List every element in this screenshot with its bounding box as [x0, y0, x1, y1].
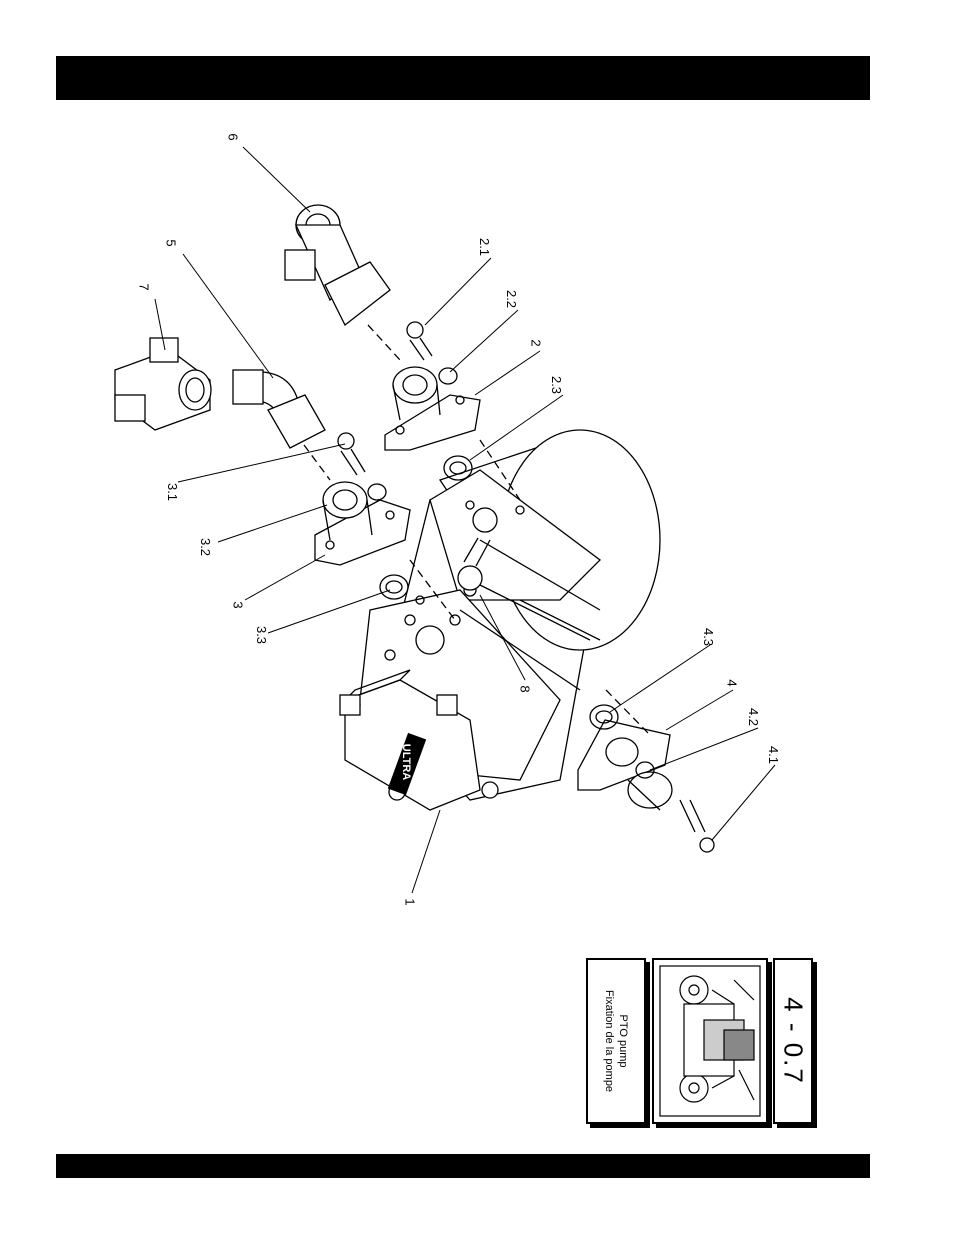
callout-4-3: 4.3 — [701, 628, 715, 646]
callout-2-2: 2.2 — [504, 290, 518, 308]
tee-fitting-7 — [115, 338, 211, 430]
caption-panel: PTO pump Fixation de la pompe — [586, 958, 646, 1124]
section-code: 4 - 0.7 — [778, 997, 809, 1085]
callout-5: 5 — [164, 239, 178, 246]
flange-3 — [315, 482, 410, 565]
callout-3: 3 — [231, 601, 245, 608]
callout-3-3: 3.3 — [254, 626, 268, 644]
callout-3-2: 3.2 — [198, 538, 212, 556]
roller-machine-icon — [654, 960, 766, 1122]
callout-1: 1 — [403, 898, 417, 905]
header-bar — [56, 56, 870, 100]
brand-text: ULTRA — [399, 744, 413, 780]
section-code-panel: 4 - 0.7 — [773, 958, 813, 1124]
callout-3-1: 3.1 — [165, 483, 179, 501]
callout-2: 2 — [529, 339, 543, 346]
tee-fitting-6 — [285, 205, 390, 325]
callout-2-1: 2.1 — [477, 238, 491, 256]
callout-4-1: 4.1 — [766, 746, 780, 764]
callout-8: 8 — [518, 685, 532, 692]
callout-4: 4 — [725, 679, 739, 686]
callout-2-3: 2.3 — [549, 376, 563, 394]
callout-7: 7 — [137, 283, 151, 290]
caption-french: Fixation de la pompe — [602, 990, 616, 1092]
footer-bar — [56, 1154, 870, 1178]
callout-4-2: 4.2 — [746, 708, 760, 726]
exploded-parts-diagram — [0, 110, 954, 930]
caption-text-block: PTO pump Fixation de la pompe — [602, 990, 630, 1092]
flange-4 — [578, 720, 672, 810]
elbow-fitting-5 — [233, 370, 325, 448]
flange-2 — [385, 367, 480, 450]
caption-english: PTO pump — [616, 990, 630, 1092]
callout-6: 6 — [226, 133, 240, 140]
machine-thumbnail-panel — [652, 958, 768, 1124]
